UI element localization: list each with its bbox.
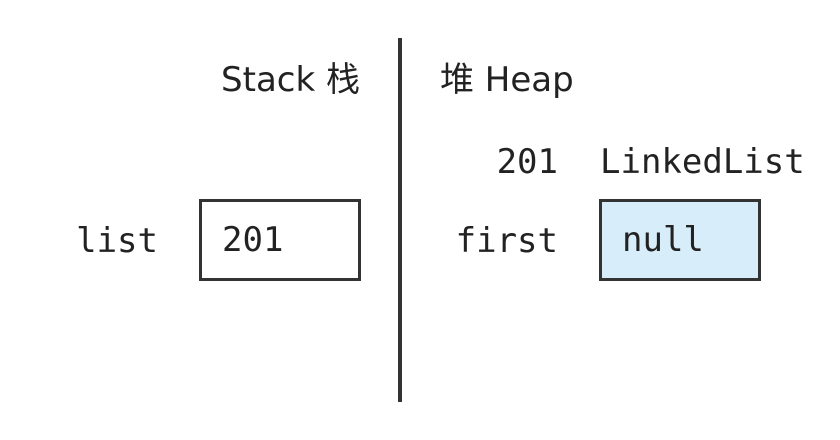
heap-object-address: 201 [496,142,558,182]
heap-field-value-box: null [599,199,761,281]
heap-field-value: null [622,220,704,260]
stack-variable-value-box: 201 [199,199,361,281]
stack-variable-name: list [76,221,158,261]
stack-title: Stack 栈 [221,60,360,100]
heap-field-name: first [455,221,558,261]
heap-object-type: LinkedList [600,142,805,182]
heap-title: 堆 Heap [440,60,574,100]
stack-heap-divider [398,38,402,402]
stack-variable-value: 201 [222,220,284,260]
